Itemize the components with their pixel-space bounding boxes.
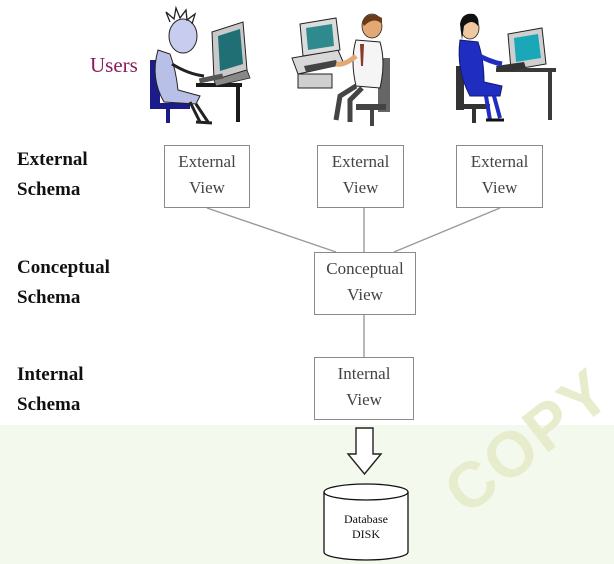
external-view-box-2: External View xyxy=(317,145,404,208)
conceptual-schema-label: Conceptual Schema xyxy=(17,253,110,313)
internal-view-line1: Internal xyxy=(337,364,391,383)
conceptual-schema-label-line2: Schema xyxy=(17,287,81,308)
external-view-box-3: External View xyxy=(456,145,543,208)
user-at-computer-icon-2 xyxy=(291,13,390,126)
database-cylinder-icon xyxy=(323,483,409,561)
external-schema-label-line1: External xyxy=(17,149,88,170)
database-label-line2: DISK xyxy=(351,527,380,541)
database-label-line1: Database xyxy=(344,512,388,526)
connector-ext3-conceptual xyxy=(393,207,501,253)
external-schema-label-line2: Schema xyxy=(17,179,81,200)
conceptual-view-line2: View xyxy=(347,285,383,304)
internal-view-box: Internal View xyxy=(314,357,414,420)
database-disk-label: Database DISK xyxy=(340,512,392,542)
external-view-box-1: External View xyxy=(164,145,250,208)
external-schema-label: External Schema xyxy=(17,145,88,205)
user-at-computer-icon-3 xyxy=(456,13,556,123)
external-view-1-line2: View xyxy=(189,178,225,197)
down-arrow-icon xyxy=(346,427,383,476)
internal-schema-label-line2: Schema xyxy=(17,394,81,415)
external-view-2-line1: External xyxy=(331,152,390,171)
internal-schema-label-line1: Internal xyxy=(17,364,84,385)
external-view-3-line2: View xyxy=(481,178,518,197)
users-label: Users xyxy=(90,53,138,77)
connector-ext1-conceptual xyxy=(206,207,337,253)
external-view-2-line2: View xyxy=(342,178,379,197)
internal-view-line2: View xyxy=(346,390,382,409)
conceptual-view-box: Conceptual View xyxy=(314,252,416,315)
conceptual-view-line1: Conceptual xyxy=(326,259,404,278)
user-at-computer-icon-1 xyxy=(150,5,251,125)
internal-schema-label: Internal Schema xyxy=(17,360,84,420)
conceptual-schema-label-line1: Conceptual xyxy=(17,257,110,278)
external-view-3-line1: External xyxy=(470,152,529,171)
external-view-1-line1: External xyxy=(178,152,236,171)
